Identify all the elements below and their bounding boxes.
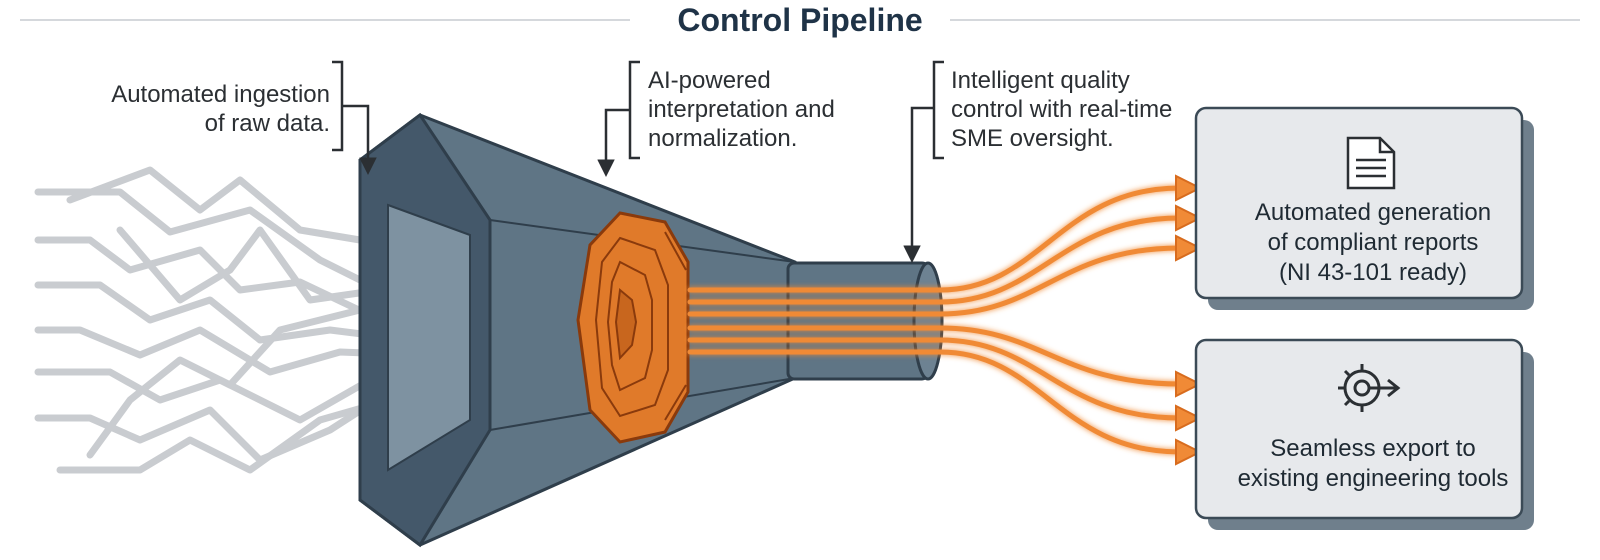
gear-export-icon bbox=[1338, 364, 1401, 412]
pointer-quality bbox=[903, 106, 934, 263]
arrow-export-2 bbox=[1175, 404, 1203, 432]
caption-ingestion: Automated ingestion of raw data. bbox=[84, 80, 330, 138]
caption-line: Automated ingestion bbox=[111, 81, 330, 108]
document-icon bbox=[1346, 136, 1396, 190]
page-title: Control Pipeline bbox=[663, 2, 937, 39]
card-line: of compliant reports bbox=[1267, 229, 1479, 256]
output-card-reports bbox=[1194, 106, 1534, 310]
card-line: Automated generation bbox=[1254, 199, 1492, 226]
arrow-reports-3 bbox=[1175, 234, 1203, 262]
pointer-interpretation bbox=[597, 108, 630, 177]
caption-quality: Intelligent quality control with real-ti… bbox=[951, 66, 1172, 153]
output-export-label: Seamless export to existing engineering … bbox=[1228, 434, 1518, 494]
processed-streams bbox=[687, 185, 1183, 455]
funnel-inner bbox=[387, 203, 471, 472]
arrow-reports-2 bbox=[1175, 204, 1203, 232]
caption-line: SME oversight. bbox=[951, 125, 1114, 152]
arrow-reports-1 bbox=[1175, 174, 1203, 202]
bracket-interpretation bbox=[628, 60, 640, 160]
card-line: Seamless export to bbox=[1270, 435, 1476, 462]
caption-line: interpretation and bbox=[648, 96, 835, 123]
arrow-export-1 bbox=[1175, 370, 1203, 398]
title-bar: Control Pipeline bbox=[0, 0, 1600, 44]
output-reports-label: Automated generation of compliant report… bbox=[1228, 198, 1518, 288]
bracket-quality bbox=[932, 60, 944, 160]
stream-arrowheads bbox=[1175, 174, 1203, 466]
card-line: existing engineering tools bbox=[1237, 465, 1509, 492]
caption-line: AI-powered bbox=[648, 67, 771, 94]
caption-line: Intelligent quality bbox=[951, 67, 1130, 94]
funnel-neck bbox=[786, 261, 930, 381]
caption-interpretation: AI-powered interpretation and normalizat… bbox=[648, 66, 835, 153]
caption-line: of raw data. bbox=[204, 110, 330, 137]
arrow-export-3 bbox=[1175, 438, 1203, 466]
caption-line: control with real-time bbox=[951, 96, 1173, 123]
caption-line: normalization. bbox=[648, 125, 798, 152]
ai-core-icon bbox=[576, 211, 690, 444]
bracket-ingestion bbox=[332, 60, 344, 152]
caption-brackets bbox=[332, 60, 944, 263]
pointer-ingestion bbox=[342, 104, 377, 175]
output-card-export bbox=[1194, 338, 1534, 530]
card-line: (NI 43-101 ready) bbox=[1278, 259, 1468, 286]
